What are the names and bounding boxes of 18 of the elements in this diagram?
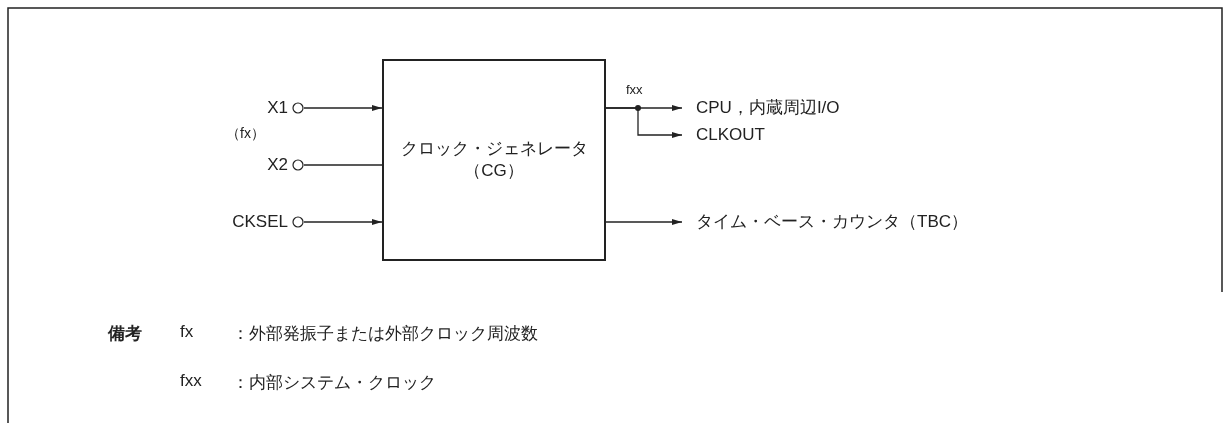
arrow: [605, 219, 683, 225]
arrow: [605, 107, 683, 138]
note-heading: 備考: [108, 323, 142, 345]
arrow: [303, 105, 383, 111]
note-symbol: fxx: [180, 371, 202, 391]
output-label: CPU，内蔵周辺I/O: [682, 97, 840, 119]
signal-label: （fx）: [226, 125, 265, 143]
note-symbol: fx: [180, 322, 194, 342]
note-text: ：内部システム・クロック: [232, 372, 436, 394]
process-box: クロック・ジェネレータ（CG）: [382, 59, 606, 261]
pin-label: X2: [267, 155, 288, 175]
pin-label: CKSEL: [232, 212, 288, 232]
arrow: [303, 219, 383, 225]
note-text: ：外部発振子または外部クロック周波数: [232, 323, 538, 345]
output-label: タイム・ベース・カウンタ（TBC）: [682, 211, 968, 233]
pin-label: X1: [267, 98, 288, 118]
output-label: CLKOUT: [682, 124, 765, 146]
edge-label: fxx: [626, 82, 643, 97]
